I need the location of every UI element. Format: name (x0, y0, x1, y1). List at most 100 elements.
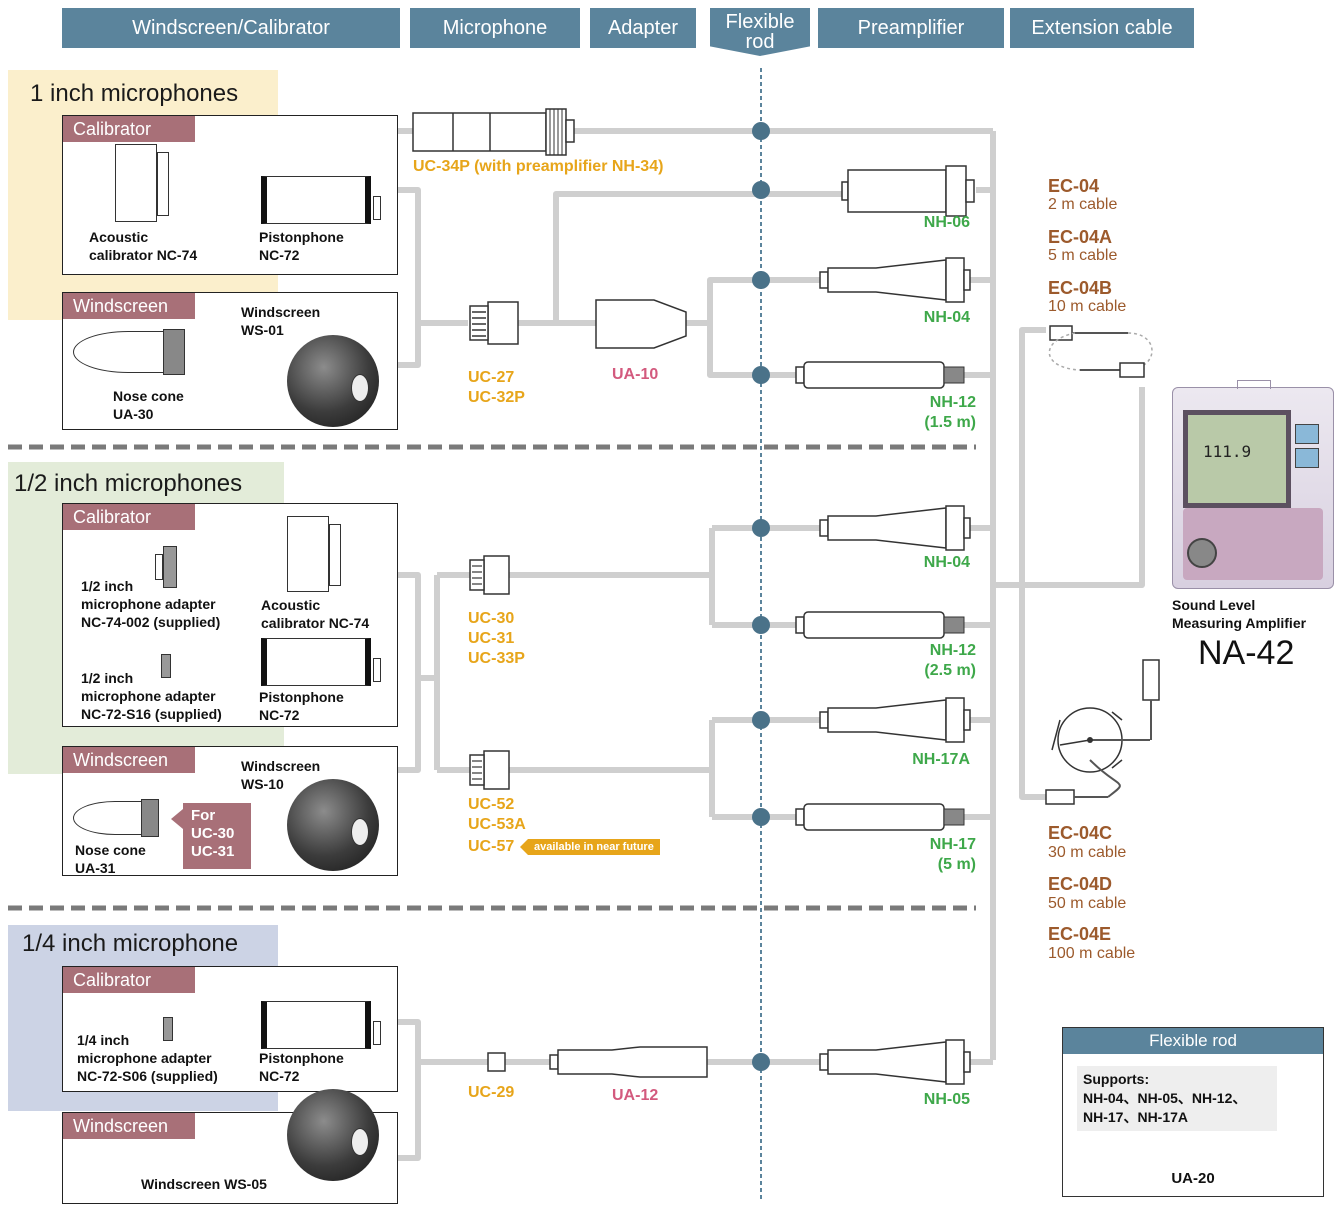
adapter-icon (155, 554, 163, 580)
adapter-label-ua12: UA-12 (612, 1087, 659, 1104)
cable-desc: 50 m cable (1048, 895, 1127, 912)
header-extension-cable: Extension cable (1010, 8, 1194, 48)
windscreen-box-one-inch: Windscreen Nose cone UA-30 Windscreen WS… (62, 292, 398, 430)
acoustic-calibrator-icon-cap (329, 524, 341, 586)
pistonphone-label: Pistonphone NC-72 (259, 229, 344, 263)
preamp-label-nh17a: NH-17A (912, 751, 970, 768)
cable-desc: 5 m cable (1048, 247, 1118, 264)
pistonphone-icon-tip (373, 196, 381, 220)
section-title-one-inch: 1 inch microphones (30, 80, 239, 107)
header-microphone: Microphone (410, 8, 580, 48)
future-badge: available in near future (528, 839, 660, 855)
windscreen-tag: Windscreen (63, 293, 195, 319)
nose-cone-label: Nose cone UA-30 (113, 388, 184, 422)
calibrator-box-half-inch: Calibrator 1/2 inch microphone adapter N… (62, 503, 398, 727)
preamp-label-nh12: NH-12 (2.5 m) (924, 642, 976, 679)
windscreen-sphere-icon (287, 1089, 379, 1181)
adapter-label-nc72-s06: 1/4 inch microphone adapter NC-72-S06 (s… (77, 1032, 218, 1084)
cable-name: EC-04C (1048, 823, 1113, 843)
flexible-rod-supports: Supports: NH-04、NH-05、NH-12、 NH-17、NH-17… (1077, 1066, 1277, 1131)
nose-cone-icon-ring (141, 799, 159, 837)
amplifier-key-icon (1295, 424, 1319, 444)
flexible-rod-box-title: Flexible rod (1063, 1028, 1323, 1054)
mic-label-uc52: UC-52 UC-53A (468, 796, 526, 833)
windscreen-sphere-icon (287, 335, 379, 427)
calibrator-tag: Calibrator (63, 116, 195, 142)
cable-name: EC-04D (1048, 874, 1113, 894)
mic-label-uc57: UC-57 (468, 838, 515, 855)
flexible-rod-model: UA-20 (1171, 1170, 1215, 1187)
calibrator-box-quarter-inch: Calibrator 1/4 inch microphone adapter N… (62, 966, 398, 1092)
adapter-icon-body (163, 546, 177, 588)
cable-desc: 2 m cable (1048, 196, 1118, 213)
cable-name: EC-04 (1048, 176, 1100, 196)
header-windscreen-calibrator: Windscreen/Calibrator (62, 8, 400, 48)
preamp-label-nh12: NH-12 (1.5 m) (924, 394, 976, 431)
section-title-quarter-inch: 1/4 inch microphone (22, 930, 239, 957)
windscreen-box-quarter-inch: Windscreen Windscreen WS-05 (62, 1089, 398, 1204)
pistonphone-icon-tip (373, 1021, 381, 1045)
windscreen-sphere-icon (287, 779, 379, 871)
acoustic-calibrator-icon-cap (157, 152, 169, 216)
amplifier-screen (1183, 410, 1291, 508)
mic-label-uc27: UC-27 UC-32P (468, 369, 525, 406)
preamp-label-nh04: NH-04 (923, 554, 970, 571)
windscreen-box-half-inch: Windscreen Nose cone UA-31 For UC-30 UC-… (62, 746, 398, 876)
header-flexible-rod: Flexible rod (710, 8, 810, 56)
adapter-icon (161, 654, 171, 678)
pistonphone-icon (261, 1001, 371, 1049)
acoustic-calibrator-icon (115, 144, 157, 222)
windscreen-tag: Windscreen (63, 1113, 195, 1139)
section-title-half-inch: 1/2 inch microphones (14, 470, 243, 497)
amplifier-model: NA-42 (1198, 634, 1295, 672)
acoustic-calibrator-label: Acoustic calibrator NC-74 (89, 229, 198, 263)
preamp-label-nh04: NH-04 (923, 309, 970, 326)
amplifier-device: 111.9 (1172, 380, 1334, 589)
cable-name: EC-04A (1048, 227, 1113, 247)
nose-cone-icon (73, 331, 165, 373)
calibrator-box-one-inch: Calibrator Acoustic calibrator NC-74 Pis… (62, 115, 398, 275)
flexible-rod-box: Flexible rod Supports: NH-04、NH-05、NH-12… (1062, 1027, 1324, 1197)
mic-label-uc30: UC-30 UC-31 UC-33P (468, 610, 525, 667)
acoustic-calibrator-label: Acoustic calibrator NC-74 (261, 597, 370, 631)
cable-name: EC-04E (1048, 924, 1112, 944)
amplifier-handle (1237, 380, 1271, 389)
header-preamplifier: Preamplifier (818, 8, 1004, 48)
preamp-label-nh06: NH-06 (923, 214, 970, 231)
header-adapter: Adapter (590, 8, 696, 48)
cable-name: EC-04B (1048, 278, 1113, 298)
adapter-label-nc72: 1/2 inch microphone adapter NC-72-S16 (s… (81, 670, 222, 722)
nose-cone-icon (73, 801, 143, 835)
pistonphone-label: Pistonphone NC-72 (259, 689, 344, 723)
pistonphone-icon (261, 176, 371, 224)
preamp-label-nh05: NH-05 (923, 1091, 970, 1108)
adapter-label-ua10: UA-10 (612, 366, 659, 383)
cable-desc: 30 m cable (1048, 844, 1127, 861)
mic-label-uc29: UC-29 (468, 1084, 515, 1101)
amplifier-key-icon (1295, 448, 1319, 468)
windscreen-name: Windscreen WS-05 (141, 1176, 267, 1192)
windscreen-name: Windscreen WS-10 (241, 758, 321, 792)
cable-desc: 10 m cable (1048, 298, 1127, 315)
windscreen-name: Windscreen WS-01 (241, 304, 321, 338)
calibrator-tag: Calibrator (63, 967, 195, 993)
windscreen-tag: Windscreen (63, 747, 195, 773)
mic-label-uc34p: UC-34P (with preamplifier NH-34) (413, 158, 664, 175)
amplifier-reading: 111.9 (1203, 442, 1252, 461)
acoustic-calibrator-icon (287, 516, 329, 592)
pistonphone-label: Pistonphone NC-72 (259, 1050, 344, 1084)
nose-cone-label: Nose cone UA-31 (75, 842, 146, 876)
for-note-badge: For UC-30 UC-31 (183, 803, 251, 869)
amplifier-connector-icon (1187, 538, 1217, 568)
nose-cone-icon-ring (163, 329, 185, 375)
pistonphone-icon (261, 638, 371, 686)
adapter-label-nc74: 1/2 inch microphone adapter NC-74-002 (s… (81, 578, 221, 630)
cable-desc: 100 m cable (1048, 945, 1136, 962)
future-badge-pointer (520, 839, 528, 855)
calibrator-tag: Calibrator (63, 504, 195, 530)
preamp-label-nh17: NH-17 (5 m) (929, 836, 976, 873)
for-note-pointer (171, 809, 183, 829)
adapter-icon (163, 1017, 173, 1041)
pistonphone-icon-tip (373, 658, 381, 682)
amplifier-caption: Sound Level Measuring Amplifier (1172, 597, 1307, 631)
